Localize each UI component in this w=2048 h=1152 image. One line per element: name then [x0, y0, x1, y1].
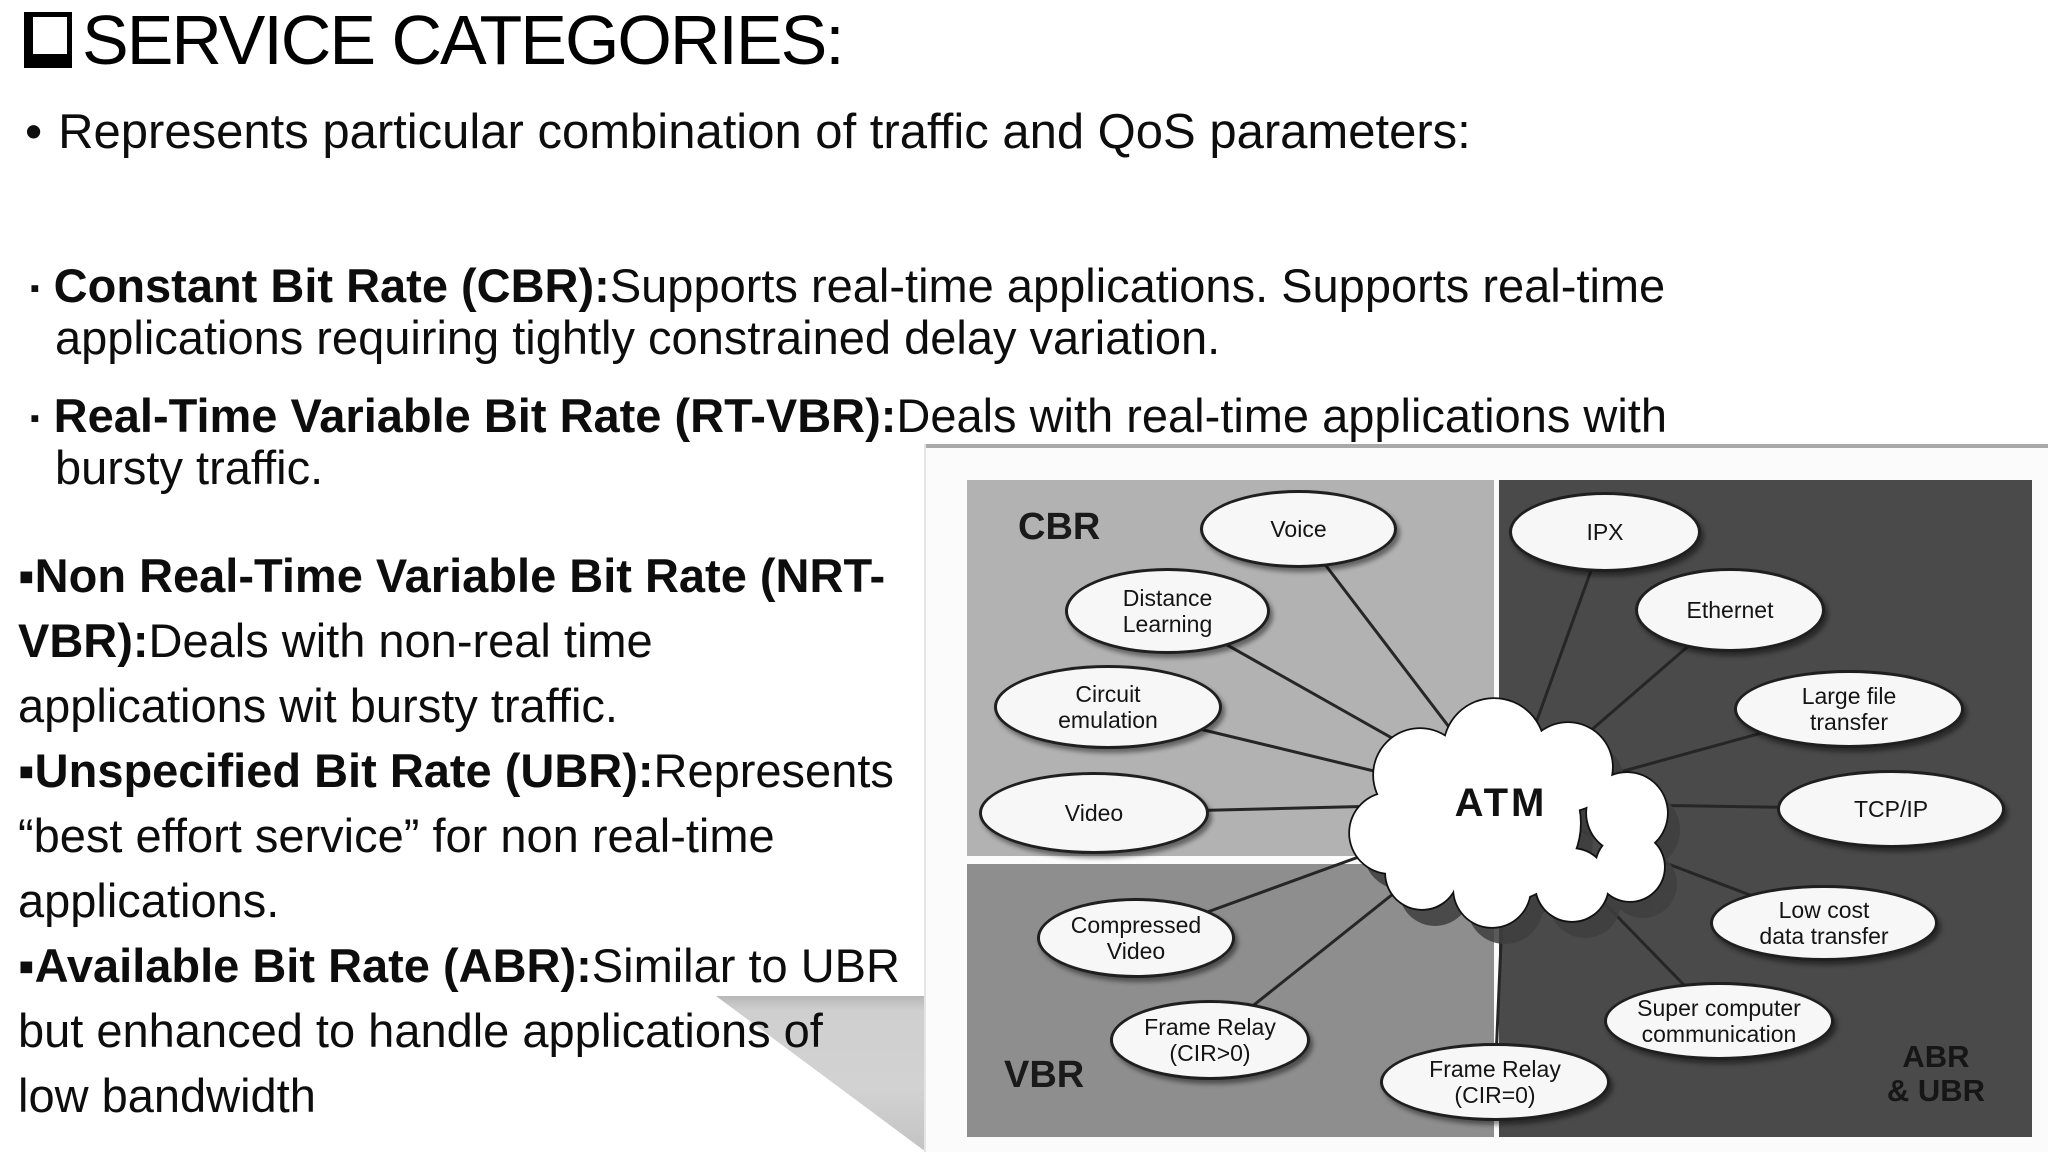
- node-large-file-transfer: Large file transfer: [1734, 670, 1964, 748]
- node-label: TCP/IP: [1853, 796, 1929, 822]
- bullet-rtvbr-desc2: bursty traffic.: [55, 441, 324, 494]
- connector-and-cloud-graphic: ATM: [1093, 528, 1892, 1083]
- text-run: applications wit bursty traffic.: [18, 679, 618, 732]
- node-circuit-emulation: Circuit emulation: [994, 665, 1222, 749]
- cbr-region-label: CBR: [1018, 506, 1101, 548]
- text-run: Similar to UBR: [591, 939, 900, 992]
- node-distance-learning: Distance Learning: [1065, 568, 1270, 654]
- node-label: Super computer communication: [1637, 995, 1801, 1047]
- node-compressed-video: Compressed Video: [1037, 898, 1235, 978]
- bullet-ubr-line3: applications.: [18, 873, 279, 929]
- node-label: Frame Relay (CIR=0): [1429, 1056, 1561, 1108]
- square-bullet-icon: ▪: [30, 402, 40, 434]
- bullet-nrtvbr-line2: VBR):Deals with non-real time: [18, 613, 653, 669]
- node-label: Distance Learning: [1122, 585, 1213, 637]
- abr-ubr-region-label: ABR & UBR: [1886, 1039, 1986, 1108]
- bullet-abr-line1: ▪Available Bit Rate (ABR):Similar to UBR: [18, 938, 900, 994]
- page-title-text: SERVICE CATEGORIES:: [82, 1, 845, 79]
- bullet-abr-line3: low bandwidth: [18, 1068, 316, 1124]
- bullet-rtvbr-term: Real-Time Variable Bit Rate (RT-VBR):: [53, 389, 897, 442]
- bullet-nrtvbr-line3: applications wit bursty traffic.: [18, 678, 618, 734]
- text-run: Deals with non-real time: [148, 614, 653, 667]
- cloud-fill: [1350, 699, 1667, 927]
- bullet-cbr-desc: Supports real-time applications. Support…: [609, 259, 1666, 312]
- figure-top-border: [926, 444, 2048, 448]
- bullet-rtvbr-line1: ▪ Real-Time Variable Bit Rate (RT-VBR):De…: [30, 390, 1667, 444]
- bullet-nrtvbr-term2: VBR):: [18, 614, 149, 667]
- bullet-rtvbr-desc: Deals with real-time applications with: [896, 389, 1667, 442]
- node-ipx: IPX: [1509, 492, 1701, 572]
- node-frame-relay-cir-eq0: Frame Relay (CIR=0): [1380, 1043, 1610, 1121]
- text-run: applications.: [18, 874, 280, 927]
- node-label: Circuit emulation: [1058, 681, 1158, 733]
- bullet-rtvbr-line2: bursty traffic.: [55, 442, 323, 494]
- node-ethernet: Ethernet: [1635, 568, 1825, 652]
- bullet-cbr-line2: applications requiring tightly constrain…: [55, 312, 1220, 364]
- node-tcpip: TCP/IP: [1777, 770, 2005, 848]
- vbr-region-label: VBR: [1004, 1054, 1085, 1096]
- node-label: Ethernet: [1686, 597, 1774, 623]
- atm-service-categories-figure: ATM Voice Distance Learning Circuit emul…: [924, 444, 2048, 1152]
- node-label: Compressed Video: [1070, 912, 1202, 964]
- atm-cloud-label: ATM: [1455, 781, 1548, 825]
- bullet-ubr-line2: “best effort service” for non real-time: [18, 808, 775, 864]
- bullet-nrtvbr-line1: ▪Non Real-Time Variable Bit Rate (NRT-: [18, 548, 885, 604]
- text-run: low bandwidth: [18, 1069, 316, 1122]
- node-low-cost-data-transfer: Low cost data transfer: [1710, 885, 1938, 961]
- intro-bullet-line: • Represents particular combination of tr…: [25, 104, 1471, 160]
- node-super-computer-communication: Super computer communication: [1604, 982, 1834, 1060]
- bullet-cbr-line1: ▪ Constant Bit Rate (CBR):Supports real-t…: [30, 260, 1665, 314]
- bullet-ubr-term: ▪Unspecified Bit Rate (UBR):: [18, 744, 654, 797]
- node-frame-relay-cir-gt0: Frame Relay (CIR>0): [1110, 1000, 1310, 1080]
- node-video: Video: [979, 772, 1209, 854]
- bullet-nrtvbr-term: ▪Non Real-Time Variable Bit Rate (NRT-: [18, 549, 886, 602]
- dot-bullet-icon: •: [25, 105, 43, 159]
- node-label: Large file transfer: [1801, 683, 1897, 735]
- bullet-cbr-term: Constant Bit Rate (CBR):: [53, 259, 610, 312]
- text-run: Represents: [653, 744, 894, 797]
- bullet-ubr-line1: ▪Unspecified Bit Rate (UBR):Represents: [18, 743, 894, 799]
- bullet-abr-term: ▪Available Bit Rate (ABR):: [18, 939, 592, 992]
- square-bullet-icon: ▪: [30, 272, 40, 304]
- node-label: IPX: [1586, 519, 1624, 545]
- text-run: “best effort service” for non real-time: [18, 809, 775, 862]
- node-label: Video: [1064, 800, 1124, 826]
- node-voice: Voice: [1200, 490, 1397, 568]
- open-square-bullet-icon: [24, 12, 72, 68]
- node-label: Low cost data transfer: [1759, 897, 1889, 949]
- text-run: but enhanced to handle applications of: [18, 1004, 823, 1057]
- node-label: Frame Relay (CIR>0): [1144, 1014, 1276, 1066]
- bullet-abr-line2: but enhanced to handle applications of: [18, 1003, 823, 1059]
- intro-text: Represents particular combination of tra…: [58, 105, 1471, 159]
- page-title: SERVICE CATEGORIES:: [24, 1, 845, 79]
- bullet-cbr-desc2: applications requiring tightly constrain…: [55, 311, 1221, 364]
- node-label: Voice: [1270, 516, 1327, 542]
